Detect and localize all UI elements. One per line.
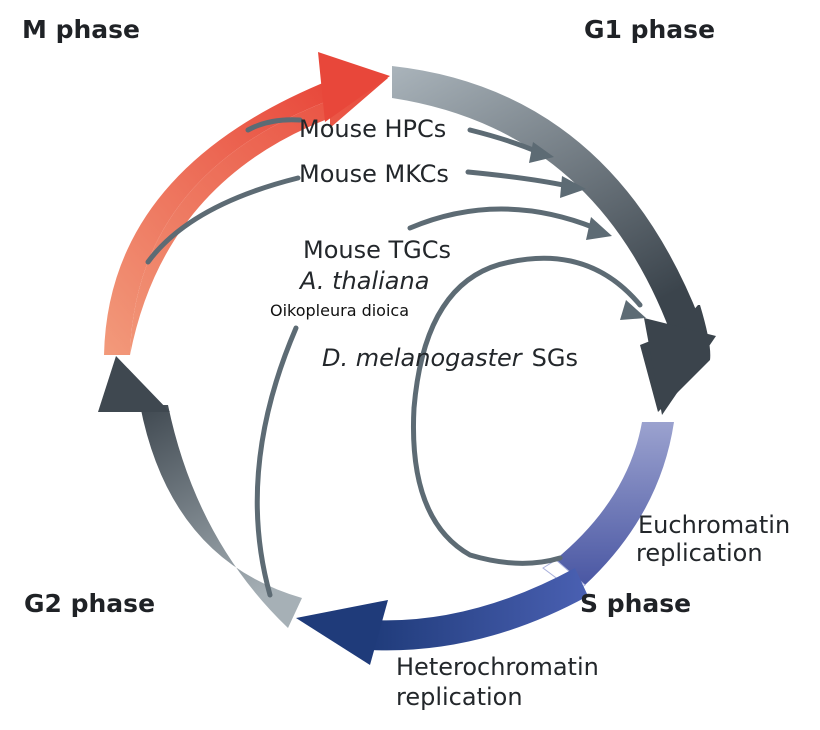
s-phase-label: S phase [580, 589, 691, 618]
endocycle-lines [145, 117, 646, 598]
d-melanogaster-label: D. melanogaster SGs [322, 344, 578, 372]
oikopleura-label: Oikopleura dioica [270, 301, 409, 320]
m-phase-label: M phase [22, 15, 140, 44]
heterochromatin-arc [296, 568, 588, 665]
g2-phase-label: G2 phase [24, 589, 155, 618]
heterochromatin-label-line2: replication [396, 683, 523, 711]
mouse-mkcs-label: Mouse MKCs [299, 160, 449, 188]
mouse-hpcs-label: Mouse HPCs [299, 115, 446, 143]
g1-phase-arc [392, 66, 716, 415]
euchromatin-label-line1: Euchromatin [638, 511, 790, 539]
g1-phase-label: G1 phase [584, 15, 715, 44]
euchromatin-label-line2: replication [636, 539, 763, 567]
d-melanogaster-tissue: SGs [532, 344, 578, 372]
g2-phase-arc [98, 356, 302, 628]
heterochromatin-label-line1: Heterochromatin [396, 653, 599, 681]
mouse-tgcs-label: Mouse TGCs [303, 236, 451, 264]
d-melanogaster-genus: D. melanogaster [322, 344, 524, 372]
a-thaliana-label: A. thaliana [298, 267, 429, 295]
m-phase-arc [104, 52, 390, 355]
